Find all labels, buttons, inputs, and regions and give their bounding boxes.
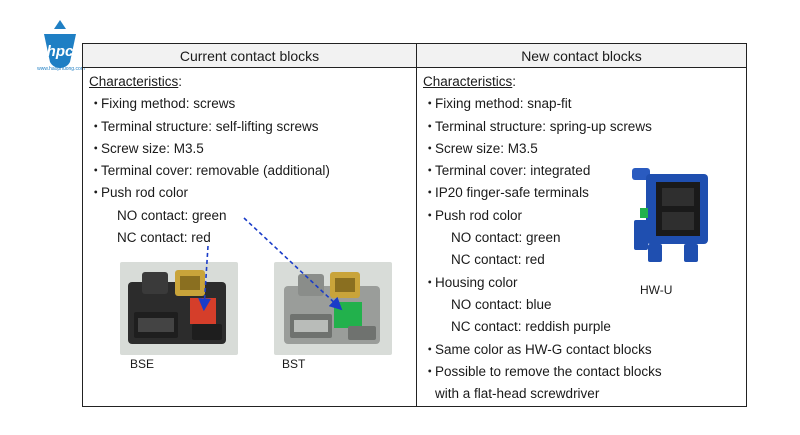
current-fixing: Fixing method: screws (89, 93, 416, 115)
current-no-contact: NO contact: green (117, 207, 227, 223)
logo-triangle-icon (54, 20, 66, 29)
current-screw-size: Screw size: M3.5 (89, 138, 416, 160)
current-nc-contact: NC contact: red (117, 230, 211, 246)
header-current: Current contact blocks (82, 43, 417, 68)
current-terminal-structure: Terminal structure: self-lifting screws (89, 116, 416, 138)
logo-text: hpc (47, 43, 74, 60)
new-characteristics-title: Characteristics: (423, 74, 517, 89)
logo-url: www.haophuong.com (37, 66, 85, 72)
new-screw-size: Screw size: M3.5 (423, 138, 746, 160)
company-logo: hpc (44, 20, 76, 68)
new-terminal-structure: Terminal structure: spring-up screws (423, 116, 746, 138)
new-push-no: NO contact: green (451, 230, 561, 246)
new-push-rod: Push rod color (423, 205, 746, 227)
new-terminal-cover: Terminal cover: integrated (423, 160, 746, 182)
logo-shield-icon (44, 34, 76, 68)
current-push-rod: Push rod color (89, 182, 416, 204)
bse-photo (120, 262, 238, 355)
new-removable: Possible to remove the contact blocks (423, 361, 746, 383)
new-removable-cont: with a flat-head screwdriver (435, 386, 600, 402)
current-cell: Characteristics: Fixing method: screws T… (82, 67, 417, 407)
new-housing: Housing color (423, 272, 746, 294)
bst-caption: BST (282, 357, 306, 371)
new-fixing: Fixing method: snap-fit (423, 93, 746, 115)
new-housing-nc: NC contact: reddish purple (451, 319, 611, 335)
new-housing-no: NO contact: blue (451, 296, 552, 312)
bse-caption: BSE (130, 357, 155, 371)
hwu-photo (632, 168, 708, 262)
new-push-nc: NC contact: red (451, 252, 545, 268)
current-terminal-cover: Terminal cover: removable (additional) (89, 160, 416, 182)
new-cell: Characteristics: Fixing method: snap-fit… (416, 67, 747, 407)
current-characteristics-title: Characteristics: (89, 74, 183, 89)
header-new: New contact blocks (416, 43, 747, 68)
new-ip20: IP20 finger-safe terminals (423, 182, 746, 204)
bst-photo (274, 262, 392, 355)
new-same-color: Same color as HW-G contact blocks (423, 339, 746, 361)
hwu-caption: HW-U (640, 283, 673, 297)
